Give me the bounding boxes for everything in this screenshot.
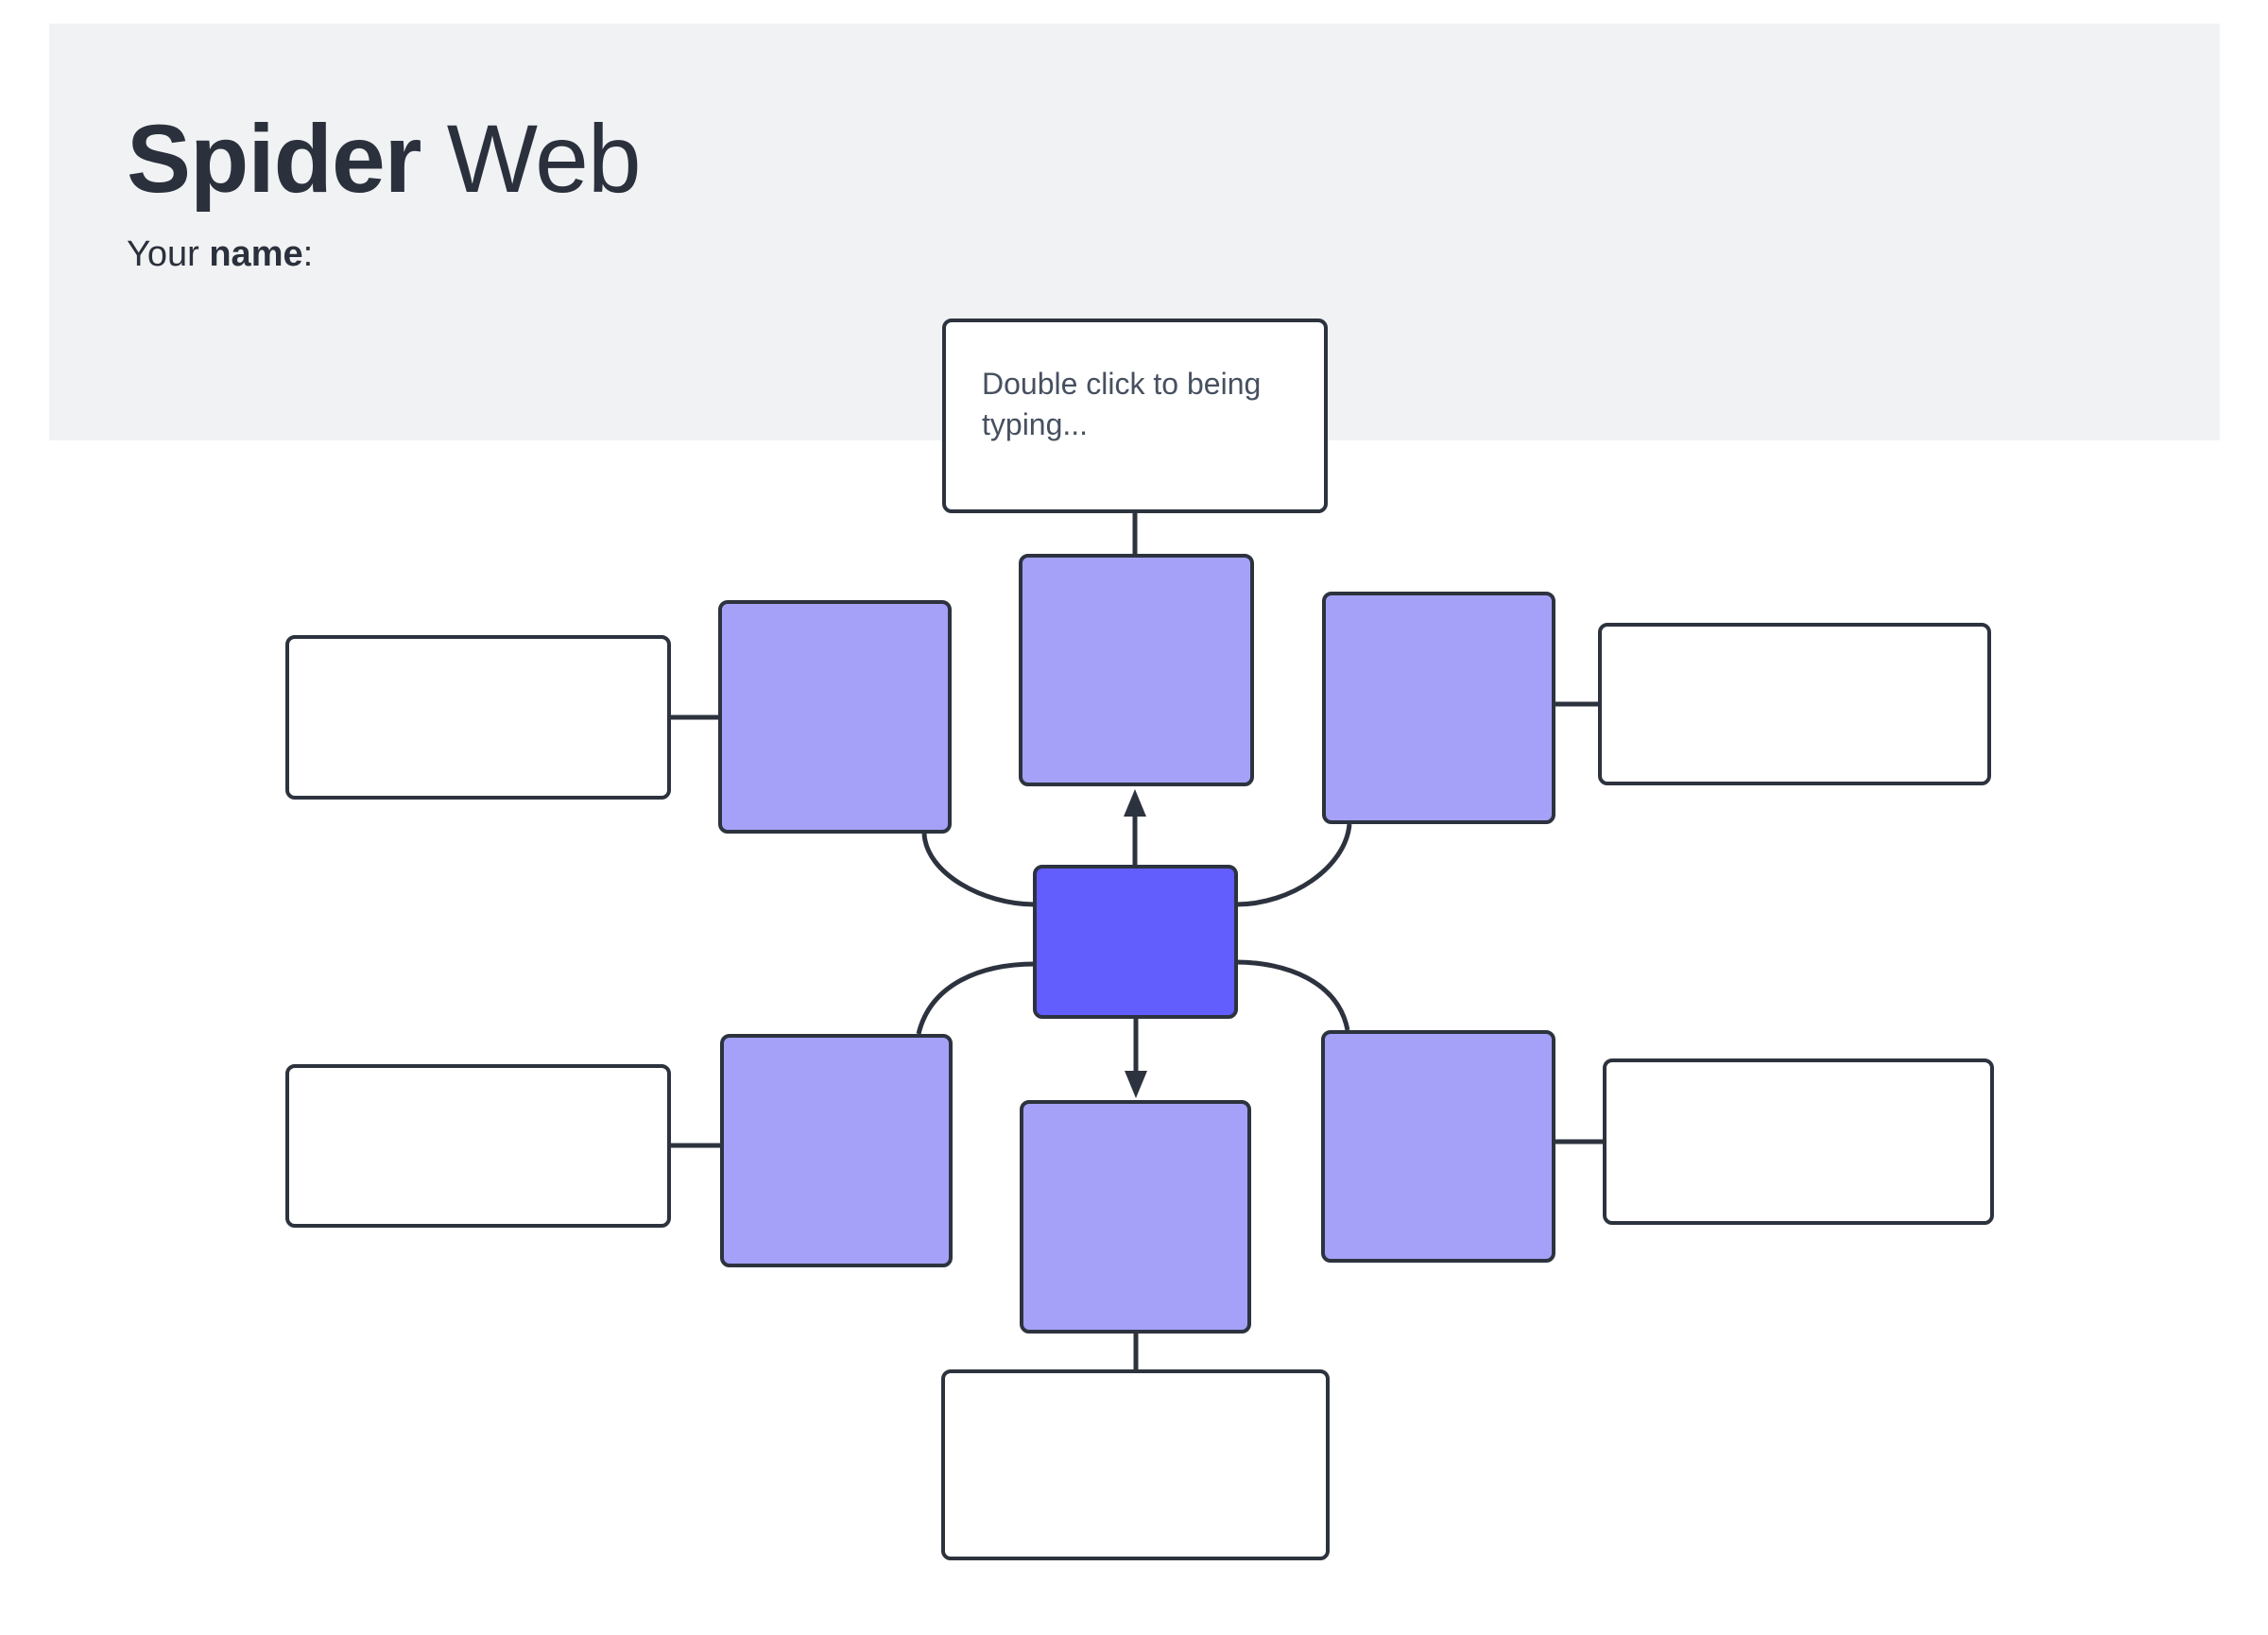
node-top-note-label: Double click to being typing... bbox=[982, 367, 1262, 441]
node-leaf-bottom[interactable] bbox=[941, 1369, 1330, 1560]
name-label-prefix: Your bbox=[127, 234, 210, 274]
node-leaf-lower-right[interactable] bbox=[1603, 1058, 1994, 1225]
node-leaf-lower-left[interactable] bbox=[285, 1064, 671, 1228]
node-branch-top[interactable] bbox=[1019, 554, 1254, 786]
node-leaf-upper-left[interactable] bbox=[285, 635, 671, 800]
node-leaf-upper-right[interactable] bbox=[1598, 623, 1991, 785]
arrow-down-head bbox=[1125, 1071, 1147, 1098]
page-title-bold: Spider bbox=[127, 105, 421, 213]
node-top-note[interactable]: Double click to being typing... bbox=[942, 318, 1328, 513]
curve-center-to-upper-left bbox=[921, 833, 1036, 907]
name-label-suffix: : bbox=[302, 234, 314, 274]
arrow-up-head bbox=[1124, 789, 1146, 817]
curve-center-to-upper-right bbox=[1235, 823, 1352, 907]
name-label-bold: name bbox=[209, 234, 303, 274]
curve-center-to-lower-right bbox=[1235, 959, 1350, 1031]
name-label: Your name: bbox=[127, 233, 313, 277]
node-branch-upper-left[interactable] bbox=[718, 600, 952, 834]
node-center[interactable] bbox=[1033, 865, 1238, 1019]
node-branch-lower-right[interactable] bbox=[1321, 1030, 1555, 1263]
curve-center-to-lower-left bbox=[916, 961, 1036, 1035]
page-title: Spider Web bbox=[127, 105, 642, 213]
node-branch-lower-left[interactable] bbox=[720, 1034, 953, 1267]
node-branch-bottom[interactable] bbox=[1020, 1100, 1251, 1334]
node-branch-upper-right[interactable] bbox=[1322, 592, 1555, 824]
page-title-regular: Web bbox=[421, 105, 642, 213]
